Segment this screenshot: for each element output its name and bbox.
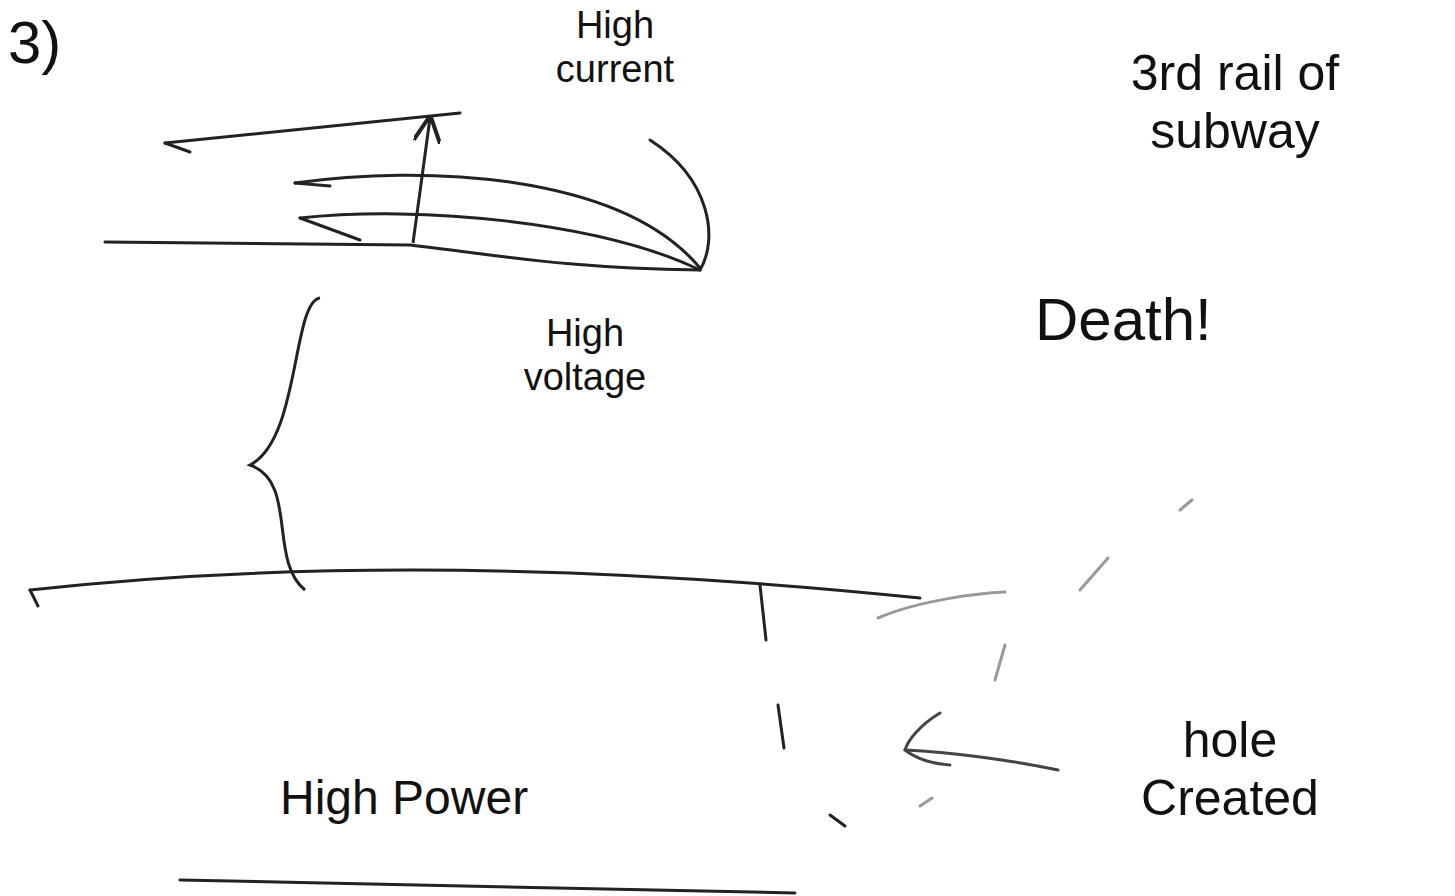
leader-arrow bbox=[905, 713, 1058, 770]
current-label: High current bbox=[535, 4, 695, 91]
current-arrow bbox=[413, 118, 430, 243]
voltage-label: High voltage bbox=[505, 312, 665, 399]
ground-line bbox=[30, 570, 920, 893]
hole-crack bbox=[760, 585, 845, 826]
callout-number: 3) bbox=[8, 8, 78, 77]
hole-label: hole Created bbox=[1105, 712, 1355, 827]
voltage-brace bbox=[250, 298, 320, 590]
warning-text: Death! bbox=[1035, 285, 1295, 354]
power-label: High Power bbox=[280, 770, 700, 825]
lightning-bolt bbox=[105, 113, 709, 270]
note-text: 3rd rail of subway bbox=[1085, 45, 1385, 160]
hole-outline bbox=[878, 500, 1192, 806]
